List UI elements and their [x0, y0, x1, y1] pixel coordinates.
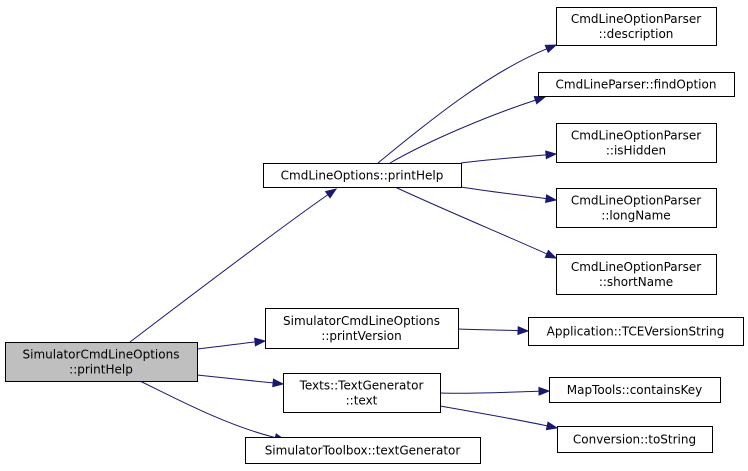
- edge-line: [457, 328, 519, 332]
- edge-print_help-to-description: [377, 44, 558, 164]
- node-print-version[interactable]: SimulatorCmdLineOptions::printVersion: [265, 308, 459, 349]
- arrowhead-icon: [324, 188, 338, 199]
- node-label: SimulatorCmdLineOptions: [23, 348, 180, 362]
- node-label: MapTools::containsKey: [567, 383, 703, 397]
- node-label: CmdLineOptions::printHelp: [281, 169, 444, 183]
- arrowhead-icon: [538, 386, 551, 396]
- node-label-line-2: ::text: [346, 394, 378, 408]
- edge-line: [196, 374, 274, 384]
- function-nodes: SimulatorCmdLineOptions::printHelp CmdLin…: [5, 7, 744, 464]
- edge-line: [377, 48, 547, 164]
- arrowhead-icon: [272, 378, 285, 388]
- node-box: [528, 317, 744, 346]
- edge-print_version-to-tce_version: [457, 326, 530, 336]
- node-box: [245, 437, 481, 464]
- node-label: SimulatorToolbox::textGenerator: [265, 444, 461, 458]
- node-long-name[interactable]: CmdLineOptionParser::longName: [556, 188, 717, 228]
- arrowhead-icon: [517, 326, 530, 336]
- node-label-line-2: ::longName: [601, 209, 670, 223]
- node-label: Application::TCEVersionString: [547, 325, 725, 339]
- node-tce-version[interactable]: Application::TCEVersionString: [528, 317, 744, 346]
- edge-line: [389, 99, 536, 164]
- node-label: Texts::TextGenerator: [299, 379, 424, 393]
- node-text[interactable]: Texts::TextGenerator::text: [283, 373, 441, 413]
- node-short-name[interactable]: CmdLineOptionParser::shortName: [556, 254, 717, 295]
- edge-line: [196, 341, 256, 350]
- node-label: CmdLineOptionParser: [571, 260, 701, 274]
- arrowhead-icon: [544, 44, 558, 54]
- node-label: CmdLineOptionParser: [571, 12, 701, 26]
- arrowhead-icon: [533, 95, 547, 105]
- node-label: SimulatorCmdLineOptions: [283, 314, 440, 328]
- edge-line: [139, 380, 276, 439]
- node-box: [556, 7, 717, 46]
- edge-line: [439, 405, 548, 427]
- edge-print_help-to-find_option: [389, 95, 547, 164]
- edge-text-to-contains_key: [439, 386, 551, 396]
- node-box: [283, 373, 441, 413]
- node-label: CmdLineParser::findOption: [556, 78, 717, 92]
- arrowhead-icon: [544, 249, 558, 259]
- edge-line: [439, 390, 540, 394]
- node-to-string[interactable]: Conversion::toString: [557, 426, 713, 453]
- node-box: [5, 342, 198, 382]
- edge-root-to-text: [196, 374, 285, 388]
- node-box: [538, 72, 735, 97]
- node-box: [557, 426, 713, 453]
- node-label-line-2: ::shortName: [599, 275, 673, 289]
- edge-root-to-print_help: [129, 188, 338, 343]
- node-box: [263, 163, 462, 188]
- node-box: [556, 254, 717, 295]
- node-print-help[interactable]: CmdLineOptions::printHelp: [263, 163, 462, 188]
- edge-line: [129, 194, 329, 343]
- arrowhead-icon: [545, 194, 558, 204]
- node-label: CmdLineOptionParser: [571, 129, 701, 143]
- node-label-line-2: ::description: [599, 27, 674, 41]
- node-root[interactable]: SimulatorCmdLineOptions::printHelp: [5, 342, 198, 382]
- node-description[interactable]: CmdLineOptionParser::description: [556, 7, 717, 46]
- edge-line: [394, 186, 548, 255]
- edge-text-to-to_string: [439, 405, 559, 431]
- edge-line: [460, 154, 547, 164]
- edge-root-to-print_version: [196, 337, 267, 350]
- node-box: [556, 188, 717, 228]
- node-is-hidden[interactable]: CmdLineOptionParser::isHidden: [556, 123, 717, 163]
- edge-print_help-to-short_name: [394, 186, 558, 259]
- node-label: CmdLineOptionParser: [571, 194, 701, 208]
- node-box: [265, 308, 459, 349]
- arrowhead-icon: [545, 421, 559, 431]
- arrowhead-icon: [545, 150, 558, 160]
- node-box: [549, 377, 721, 403]
- node-label-line-2: ::printVersion: [321, 329, 401, 343]
- edge-print_help-to-long_name: [460, 186, 558, 204]
- arrowhead-icon: [254, 337, 267, 347]
- node-label-line-2: ::printHelp: [69, 363, 133, 377]
- node-label-line-2: ::isHidden: [606, 144, 666, 158]
- edge-root-to-text_generator: [139, 380, 287, 442]
- edge-print_help-to-is_hidden: [460, 150, 558, 164]
- node-text-generator[interactable]: SimulatorToolbox::textGenerator: [245, 437, 481, 464]
- edge-line: [460, 186, 547, 200]
- node-find-option[interactable]: CmdLineParser::findOption: [538, 72, 735, 97]
- node-label: Conversion::toString: [573, 433, 696, 447]
- node-contains-key[interactable]: MapTools::containsKey: [549, 377, 721, 403]
- node-box: [556, 123, 717, 163]
